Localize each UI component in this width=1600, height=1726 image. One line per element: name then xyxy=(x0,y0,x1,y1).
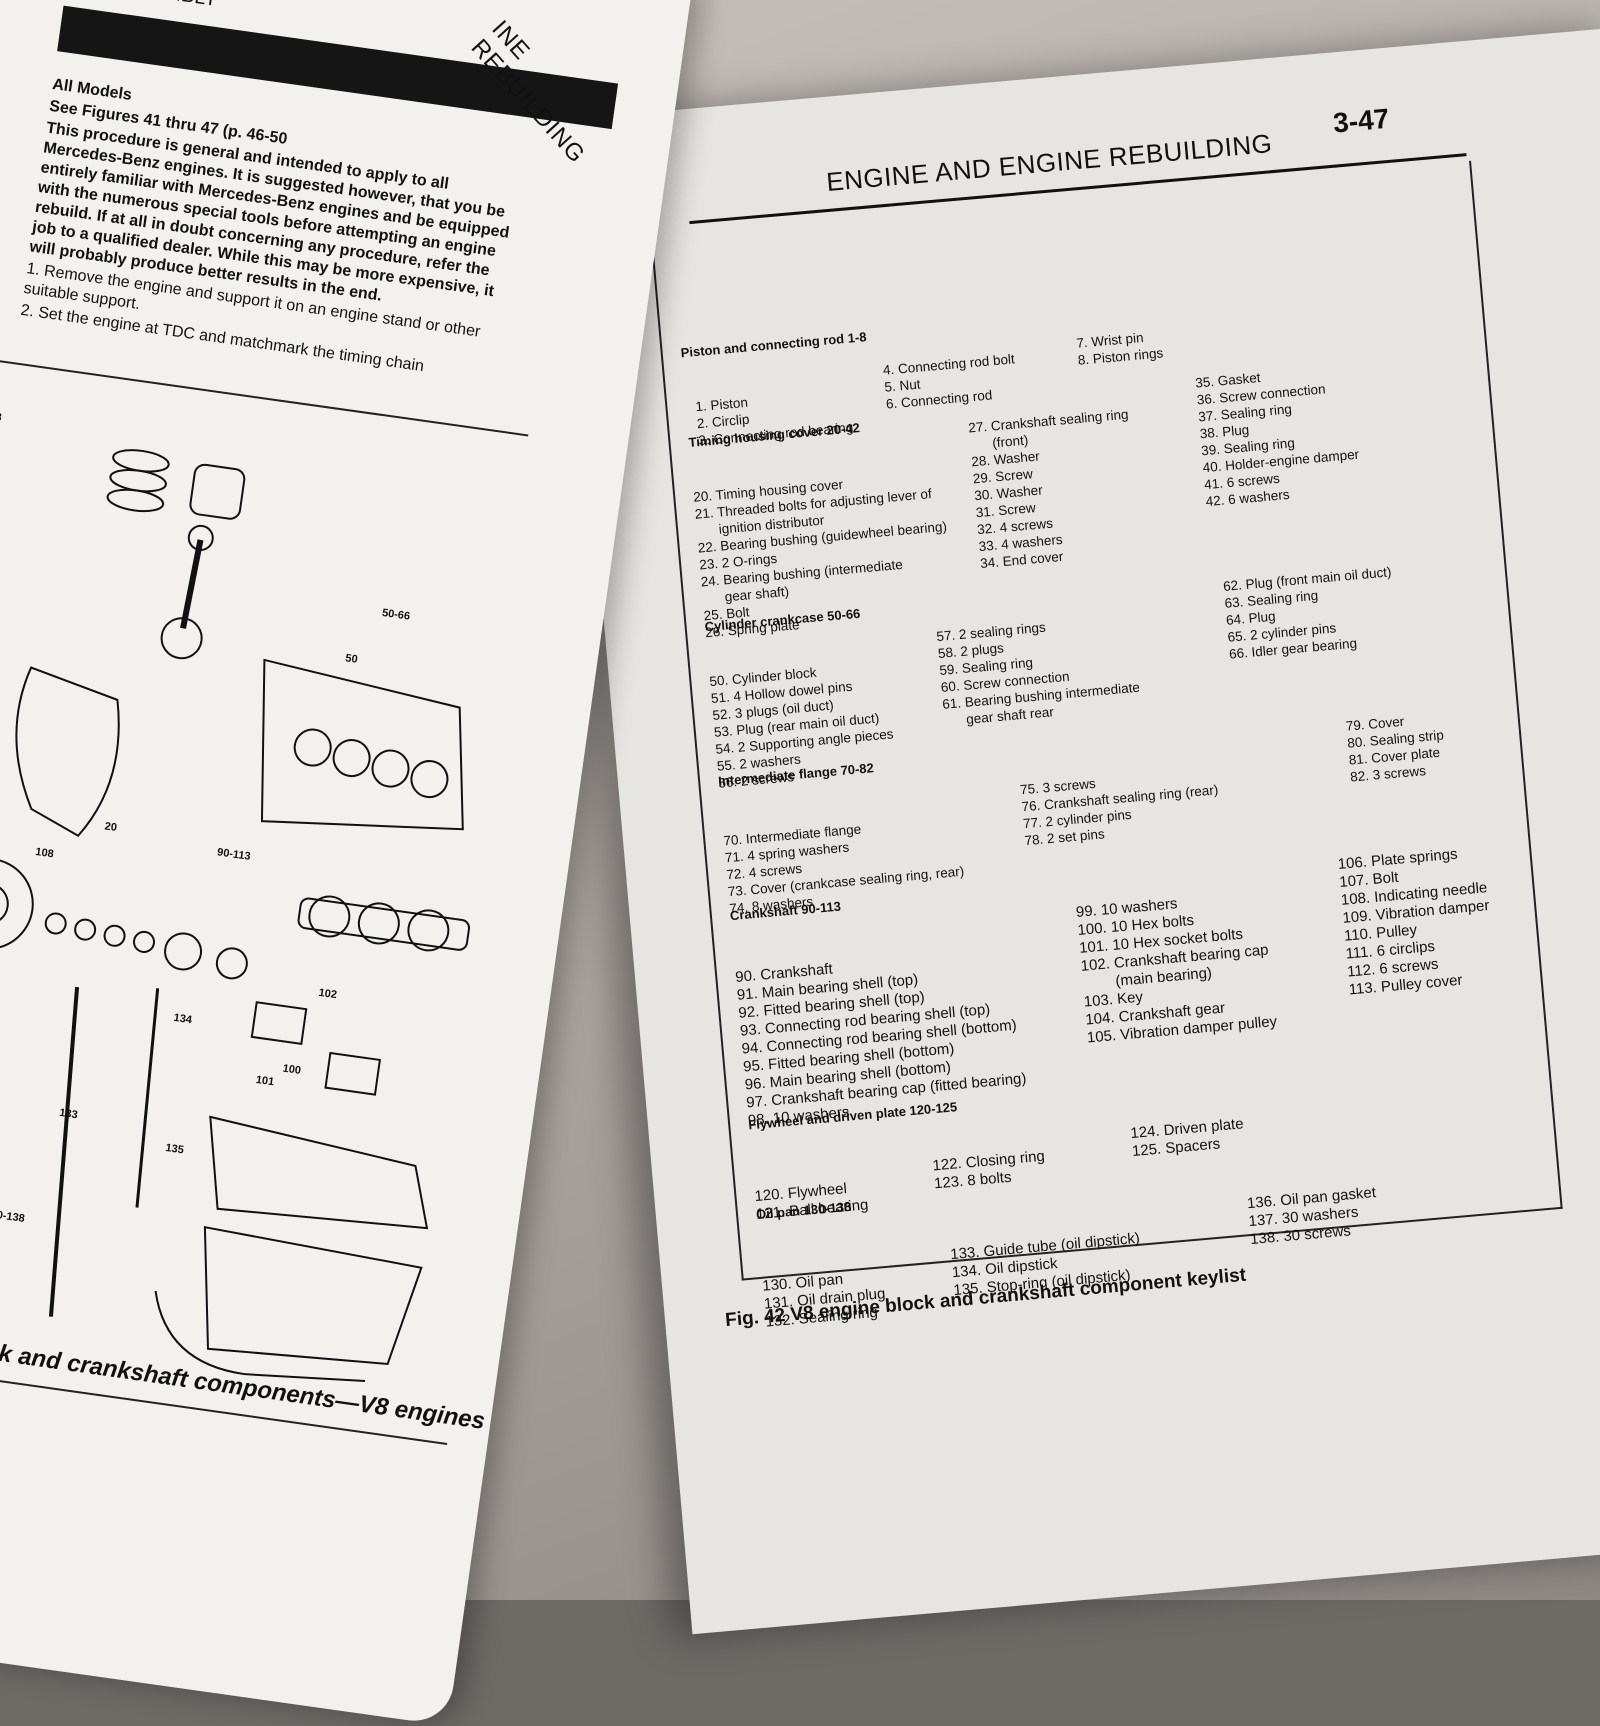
figure-label: 20 xyxy=(104,820,118,834)
figure-label: 135 xyxy=(165,1142,185,1156)
page-number: 3-47 xyxy=(1331,102,1391,139)
figure-label: 134 xyxy=(173,1012,194,1027)
figure-label: 101 xyxy=(255,1074,275,1088)
figure-label: 133 xyxy=(59,1107,79,1121)
keylist-column: 133. Guide tube (oil dipstick)134. Oil d… xyxy=(949,1229,1141,1300)
figure-label: 102 xyxy=(318,987,338,1001)
left-page: DISASSEMBLY INE REBUILDING All Models Se… xyxy=(0,0,693,1726)
figure-label: 100 xyxy=(282,1063,302,1077)
figure-label: 90-113 xyxy=(216,846,251,863)
right-page: ENGINE AND ENGINE REBUILDING 3-47 Piston… xyxy=(560,27,1600,1635)
figure-label: 50-66 xyxy=(381,607,411,623)
figure-label: 50 xyxy=(345,652,359,666)
keylist-column: 27. Crankshaft sealing ring (front)28. W… xyxy=(967,406,1130,572)
keylist-column: 62. Plug (front main oil duct)63. Sealin… xyxy=(1222,564,1393,662)
figure-label: 130-138 xyxy=(0,1207,25,1225)
figure-label: 108 xyxy=(35,846,55,860)
procedure-text: All Models See Figures 41 thru 47 (p. 46… xyxy=(19,75,529,389)
figure-label: 1-8 xyxy=(0,410,2,424)
exploded-engine-diagram: 1-8 50-66 90-113 130-138 42 20 50 108 13… xyxy=(0,410,471,1382)
